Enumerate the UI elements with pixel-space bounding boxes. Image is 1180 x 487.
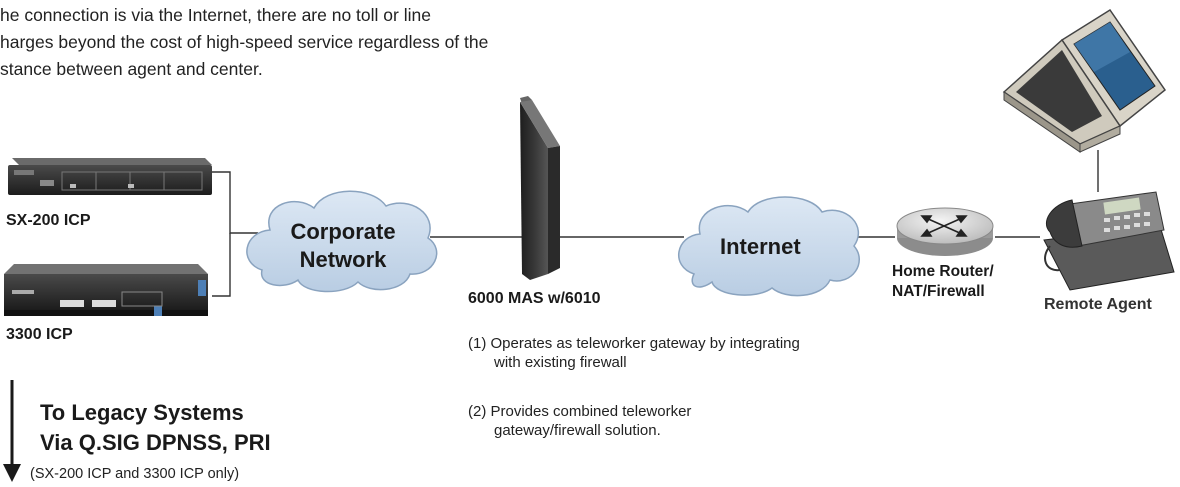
note-1-line: (1) Operates as teleworker gateway by in… (468, 335, 800, 352)
sx200-link (212, 171, 258, 234)
sx200-label: SX-200 ICP (6, 212, 91, 229)
legacy-heading: To Legacy Systems Via Q.SIG DPNSS, PRI (40, 398, 271, 458)
ip-phone-icon (1043, 191, 1175, 291)
corporate-network-label-line: Corporate (290, 219, 396, 244)
legacy-heading-line: Via Q.SIG DPNSS, PRI (40, 430, 271, 455)
note-1-line: with existing firewall (494, 354, 627, 371)
legacy-heading-line: To Legacy Systems (40, 400, 244, 425)
laptop-icon (1002, 8, 1167, 153)
router-label: Home Router/ NAT/Firewall (892, 262, 994, 302)
intro-line: stance between agent and center. (0, 59, 263, 79)
mas-6000-tower (520, 96, 560, 280)
router-label-line: NAT/Firewall (892, 283, 985, 300)
remote-agent-label: Remote Agent (1044, 296, 1152, 313)
corporate-network-label-line: Network (299, 247, 387, 272)
sx200-icp-device (8, 158, 212, 195)
intro-line: harges beyond the cost of high-speed ser… (0, 32, 489, 52)
router-arrows-icon (920, 215, 968, 237)
note-1: (1) Operates as teleworker gateway by in… (468, 334, 800, 372)
legacy-arrow-icon (3, 380, 21, 482)
corporate-network-label: Corporate Network (287, 218, 399, 274)
intro-line: he connection is via the Internet, there… (0, 5, 431, 25)
icp3300-label: 3300 ICP (6, 326, 73, 343)
icp3300-device (4, 264, 208, 316)
internet-cloud (677, 196, 860, 297)
note-2-line: (2) Provides combined teleworker (468, 403, 692, 420)
intro-paragraph: he connection is via the Internet, there… (0, 2, 488, 83)
connection-lines (212, 150, 1099, 297)
note-2-line: gateway/firewall solution. (494, 422, 661, 439)
icp3300-link (212, 233, 231, 297)
home-router-device (896, 207, 994, 256)
mas-label: 6000 MAS w/6010 (468, 290, 601, 307)
corporate-network-cloud (246, 190, 438, 293)
router-label-line: Home Router/ (892, 263, 994, 280)
internet-label: Internet (720, 234, 801, 259)
note-2: (2) Provides combined teleworker gateway… (468, 402, 691, 440)
legacy-footnote: (SX-200 ICP and 3300 ICP only) (30, 466, 240, 482)
